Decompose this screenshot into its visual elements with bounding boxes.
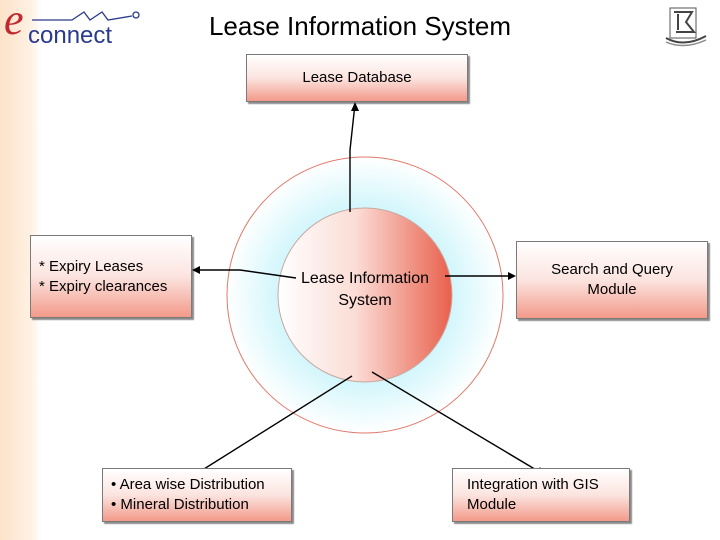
connector-expiry [194, 269, 297, 279]
hub-label-line2: System [338, 292, 392, 309]
connector-distribution [195, 375, 353, 475]
search-line2: Module [587, 281, 637, 298]
distribution-box: • Area wise Distribution • Mineral Distr… [102, 468, 292, 522]
econnect-logo: e connect [4, 0, 144, 52]
gis-line1: Integration with GIS [467, 476, 599, 493]
expiry-line1: * Expiry Leases [39, 257, 144, 275]
logo-swoosh-icon [32, 11, 140, 21]
distribution-line2: • Mineral Distribution [111, 496, 249, 513]
hub-circle [277, 207, 453, 383]
search-query-box: Search and Query Module [516, 241, 708, 319]
expiry-line2: * Expiry clearances [39, 277, 168, 295]
page-title: Lease Information System [208, 11, 512, 41]
connector-gis [371, 371, 544, 475]
search-line1: Search and Query [551, 261, 673, 278]
arrow-expiry [192, 266, 200, 274]
hub-label: Lease Information System [282, 268, 448, 312]
stacked-pages-logo-icon [665, 7, 707, 47]
gis-box: Integration with GIS Module [452, 468, 630, 522]
logo-text: connect [28, 22, 113, 49]
arrow-database [351, 102, 359, 111]
lease-database-label: Lease Database [302, 69, 412, 86]
expiry-box: * Expiry Leases * Expiry clearances [30, 235, 192, 318]
connector-database [349, 103, 356, 212]
lease-database-box: Lease Database [246, 54, 468, 102]
logo-e-letter: e [4, 0, 24, 44]
gis-line2: Module [467, 496, 517, 513]
hub-label-line1: Lease Information [300, 270, 430, 287]
arrow-search [508, 272, 516, 280]
distribution-line1: • Area wise Distribution [111, 476, 265, 493]
